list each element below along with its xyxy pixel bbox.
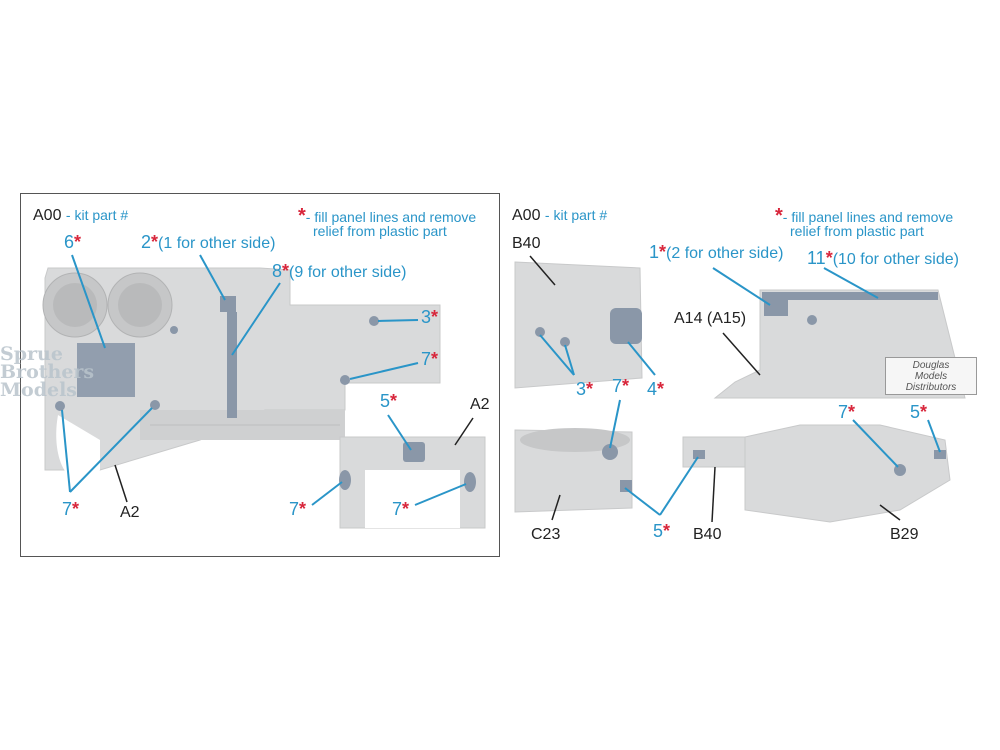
decal-8-strip [227,312,237,418]
decal-2 [220,296,236,312]
decal-7-c23 [602,444,618,460]
watermark-logo: Sprue Brothers Models [0,343,95,401]
decal-5-c23 [620,480,632,492]
right-leader-lines [539,267,941,516]
callout-3: 3* [421,307,439,327]
decal-11-strip [762,292,938,300]
decal-5-b29 [934,450,946,459]
right-note-line2: relief from plastic part [790,223,924,239]
callout-7r-a: 7* [612,376,630,396]
callout-1: 1*(2 for other side) [649,242,784,262]
left-leader-lines [61,254,467,506]
decal-7a [340,375,350,385]
callout-5: 5* [380,391,398,411]
decal-1 [764,298,788,316]
right-part-leaders [529,255,901,523]
part-a2-small [339,436,486,529]
decal-6 [77,343,135,397]
decal-3b [560,337,570,347]
decal-small [170,326,178,334]
part-label-c23: C23 [531,526,561,543]
part-label-b40-bottom: B40 [693,526,722,543]
callout-11: 11*(10 for other side) [807,248,959,268]
callout-7d: 7* [392,499,410,519]
callout-6: 6* [64,232,82,252]
callout-7c: 7* [289,499,307,519]
left-legend: A00 - kit part # [33,207,129,224]
part-label-b40-top: B40 [512,235,541,252]
part-label-b29: B29 [890,526,919,543]
decal-3a [535,327,545,337]
decal-7c [55,401,65,411]
left-note-line2: relief from plastic part [313,223,447,239]
callout-7a: 7* [421,349,439,369]
left-note: *- fill panel lines and remove [298,205,477,227]
part-b40-top [514,261,643,389]
engine-intake-left [42,272,173,338]
decal-a14-dot [807,315,817,325]
callout-4: 4* [647,379,665,399]
part-label-a2-main: A2 [120,504,140,521]
callout-5r-a: 5* [653,521,671,541]
left-part-leaders [114,417,474,503]
decal-4 [610,308,642,344]
callout-7r-b: 7* [838,402,856,422]
callout-7b: 7* [62,499,80,519]
callout-8: 8*(9 for other side) [272,261,407,281]
decal-5-b40 [693,450,705,459]
right-legend: A00 - kit part # [512,207,608,224]
part-b29 [744,424,951,523]
callout-3r: 3* [576,379,594,399]
right-note: *- fill panel lines and remove [775,205,954,227]
part-b40-bottom [682,436,746,468]
distributor-logo: Douglas Models Distributors [885,357,977,395]
callout-5r-b: 5* [910,402,928,422]
decal-7b [150,400,160,410]
part-label-a14: A14 (A15) [674,310,747,327]
decal-3 [369,316,379,326]
part-label-a2-small: A2 [470,396,490,413]
callout-2: 2*(1 for other side) [141,232,276,252]
